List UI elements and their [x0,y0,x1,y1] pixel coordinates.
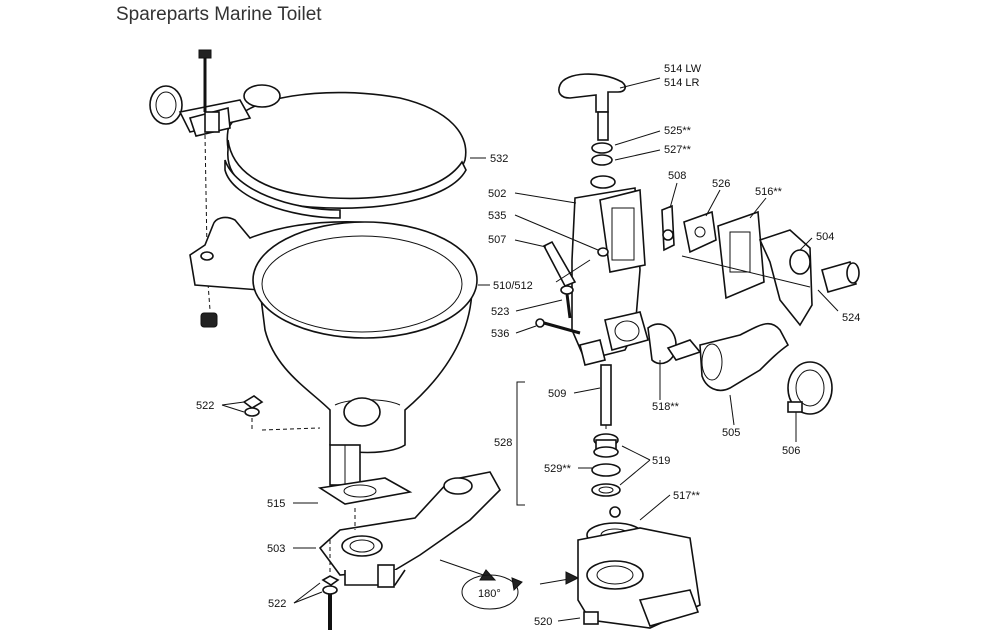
axis-line [681,255,811,288]
label-507: 507 [488,234,506,246]
seat-lid-532 [224,91,467,219]
flange-515 [317,477,413,505]
label-506: 506 [782,445,800,457]
label-502: 502 [488,188,506,200]
bolt-536 [535,318,581,335]
hose-stub [821,261,860,293]
label-509: 509 [548,388,566,400]
pump-base-520 [577,527,701,629]
label-535: 535 [488,210,506,222]
label-510-512: 510/512 [493,280,533,292]
bolt-set-522-lower [321,540,340,630]
label-518: 518** [652,401,680,413]
seal-525 [591,142,613,166]
rod-507 [542,240,591,288]
handle-514 [558,73,627,141]
hinge-assembly [149,84,281,137]
base-503 [318,471,501,588]
label-536: 536 [491,328,509,340]
label-528: 528 [494,437,512,449]
label-522-upper: 522 [196,400,214,412]
label-519: 519 [652,455,670,467]
gasket-526 [683,210,717,254]
label-522-lower: 522 [268,598,286,610]
bracket-528 [516,381,525,506]
label-527: 527** [664,144,692,156]
label-508: 508 [668,170,686,182]
pump-body-502 [571,175,649,366]
label-517: 517** [673,490,701,502]
valve-516 [717,210,765,300]
label-505: 505 [722,427,740,439]
piston-519 [593,433,619,458]
label-523: 523 [491,306,509,318]
label-520: 520 [534,616,552,628]
bowl-510-512 [189,216,478,454]
label-525: 525** [664,125,692,137]
label-532: 532 [490,153,508,165]
gasket-508 [661,204,675,252]
label-529: 529** [544,463,572,475]
label-516: 516** [755,186,783,198]
valve-518 [647,323,702,365]
rotation-label: 180° [478,588,501,600]
elbow-hose-505 [699,322,790,392]
label-515: 515 [267,498,285,510]
bowl-outlet [329,444,361,486]
pin-523 [560,285,574,319]
label-526: 526 [712,178,730,190]
label-503: 503 [267,543,285,555]
label-514-lr: 514 LR [664,77,700,89]
piston-rod-509 [600,364,612,432]
leader-lines [221,77,839,622]
page-title: Spareparts Marine Toilet [116,4,322,25]
hinge-bolt [198,49,218,328]
label-514-lw: 514 LW [664,63,702,75]
elbow-504 [758,229,813,327]
bolt-set-522-upper [242,395,321,432]
label-504: 504 [816,231,834,243]
label-524: 524 [842,312,860,324]
clamp-506 [787,361,833,415]
rotation-indicator [439,559,580,610]
seal-529 [591,463,621,497]
